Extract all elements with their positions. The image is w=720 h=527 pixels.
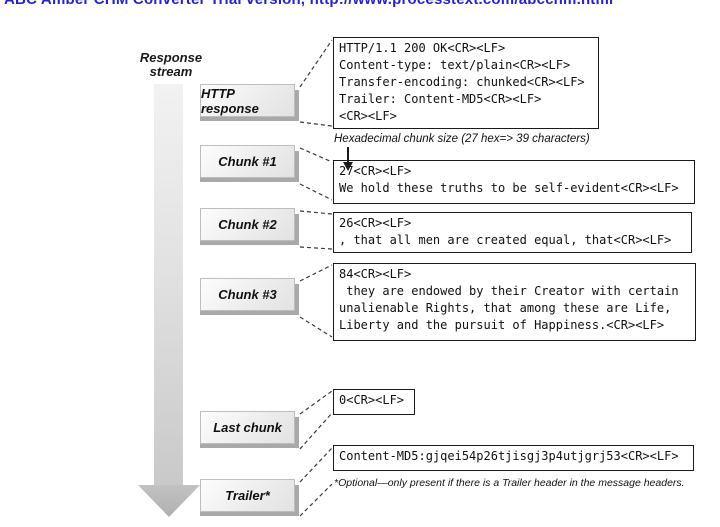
connector-chunk1-bottom xyxy=(299,183,333,201)
code-line: 84<CR><LF> xyxy=(339,267,412,281)
connector-last-chunk-bottom xyxy=(299,412,333,450)
response-stream-label: Response stream xyxy=(130,51,212,79)
chunk-size-annotation: Hexadecimal chunk size (27 hex=> 39 char… xyxy=(334,133,590,145)
codebox-last-chunk: 0<CR><LF> xyxy=(333,389,415,415)
tab-label: Last chunk xyxy=(213,420,282,435)
code-line: 27<CR><LF> xyxy=(339,164,412,178)
codebox-trailer: Content-MD5:gjqei54p26tjisgj3p4utjgrj53<… xyxy=(333,445,694,471)
connector-trailer-bottom xyxy=(299,483,333,517)
code-line: they are endowed by their Creator with c… xyxy=(339,284,679,298)
response-stream-label-line1: Response xyxy=(139,50,203,65)
tab-label: Chunk #3 xyxy=(218,287,277,302)
code-line: <CR><LF> xyxy=(339,109,397,123)
tab-label: Chunk #2 xyxy=(218,217,277,232)
connector-last-chunk-top xyxy=(299,390,333,415)
connector-chunk3-bottom xyxy=(299,316,333,338)
tab-chunk-2: Chunk #2 xyxy=(200,208,295,241)
code-line: We hold these truths to be self-evident<… xyxy=(339,181,679,195)
code-line: HTTP/1.1 200 OK<CR><LF> xyxy=(339,41,506,55)
response-stream-arrow-shaft xyxy=(154,84,183,486)
connector-chunk2-bottom xyxy=(299,246,333,250)
response-stream-arrowhead-icon xyxy=(138,485,200,517)
tab-label: Chunk #1 xyxy=(218,154,277,169)
connector-chunk2-top xyxy=(299,210,333,215)
code-line: Trailer: Content-MD5<CR><LF> xyxy=(339,92,542,106)
code-line: 0<CR><LF> xyxy=(339,393,405,407)
code-line: Transfer-encoding: chunked<CR><LF> xyxy=(339,75,585,89)
tab-label: HTTP response xyxy=(201,85,259,116)
code-line: 26<CR><LF> xyxy=(339,216,412,230)
codebox-chunk-2: 26<CR><LF> , that all men are created eq… xyxy=(333,212,692,253)
code-line: Liberty and the pursuit of Happiness.<CR… xyxy=(339,318,665,332)
code-line: , that all men are created equal, that<C… xyxy=(339,233,672,247)
tab-trailer: Trailer* xyxy=(200,479,295,512)
tab-chunk-3: Chunk #3 xyxy=(200,278,295,311)
connector-chunk1-top xyxy=(299,147,333,163)
watermark-link[interactable]: ABC Amber CHM Converter Trial version, h… xyxy=(4,0,720,8)
connector-trailer-top xyxy=(299,447,333,483)
code-line: unalienable Rights, that among these are… xyxy=(339,301,672,315)
tab-chunk-1: Chunk #1 xyxy=(200,145,295,178)
codebox-chunk-1: 27<CR><LF> We hold these truths to be se… xyxy=(333,160,695,204)
connector-http-response-top xyxy=(299,39,333,88)
codebox-http-response: HTTP/1.1 200 OK<CR><LF> Content-type: te… xyxy=(333,37,599,129)
codebox-chunk-3: 84<CR><LF> they are endowed by their Cre… xyxy=(333,263,696,341)
connector-http-response-bottom xyxy=(299,121,333,127)
code-line: Content-type: text/plain<CR><LF> xyxy=(339,58,571,72)
tab-label: Trailer* xyxy=(225,488,270,503)
tab-http-response: HTTP response xyxy=(200,84,295,117)
trailer-footnote: *Optional—only present if there is a Tra… xyxy=(334,477,685,489)
code-line: Content-MD5:gjqei54p26tjisgj3p4utjgrj53<… xyxy=(339,449,679,463)
response-stream-label-line2: stream xyxy=(149,64,193,79)
tab-last-chunk: Last chunk xyxy=(200,411,295,444)
connector-chunk3-top xyxy=(299,264,333,282)
